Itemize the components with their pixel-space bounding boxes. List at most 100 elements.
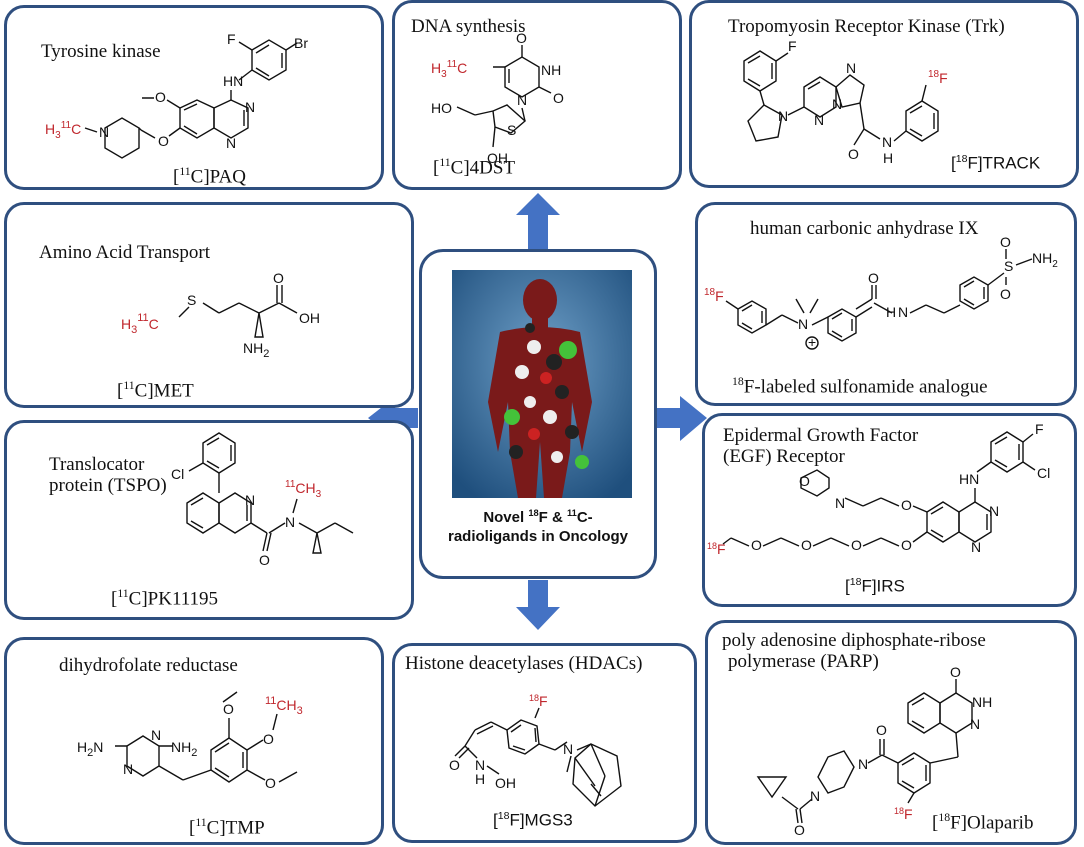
caption-sup: 18 xyxy=(528,508,539,518)
atom-label: N xyxy=(517,92,527,108)
caption-text: F & xyxy=(538,509,568,526)
c11-methyl-label: H311C xyxy=(45,120,81,141)
pk11195-structure: Cl N O N 11CH3 xyxy=(171,432,354,568)
atom-label: N xyxy=(245,492,255,508)
arrow-up xyxy=(516,193,560,250)
card-tyrosine-kinase: Tyrosine kinase F Br HN N N O O N H311C … xyxy=(4,5,384,190)
c11-methyl-label: H311C xyxy=(431,59,467,80)
atom-label: O xyxy=(449,757,460,773)
atom-label: N xyxy=(810,788,820,804)
compound-name: [18F]IRS xyxy=(845,576,905,596)
irs-structure: F Cl HN N N O N O O O O O 18F xyxy=(707,421,1050,557)
card-hdacs: Histone deacetylases (HDACs) 18F O N H O… xyxy=(392,643,697,843)
caption-sup: 11 xyxy=(567,508,577,518)
card-dihydrofolate-reductase: dihydrofolate reductase H2N N N NH2 O O … xyxy=(4,637,384,845)
f18-label: 18F xyxy=(704,287,724,304)
atom-label: N xyxy=(898,304,908,320)
compound-name: [11C]PK11195 xyxy=(111,587,219,610)
atom-label: O xyxy=(848,146,859,162)
atom-label: O xyxy=(259,552,270,568)
atom-label: OH xyxy=(487,150,508,166)
atom-label: N xyxy=(814,112,824,128)
atom-label: N xyxy=(970,716,980,732)
4dst-structure: H311C O NH O N S HO OH xyxy=(431,30,564,166)
atom-label: N xyxy=(858,756,868,772)
atom-label: O xyxy=(155,89,166,105)
atom-label: N xyxy=(798,316,808,332)
caption-text: C- xyxy=(576,509,593,526)
atom-label: O xyxy=(901,537,912,553)
arrow-down xyxy=(516,580,560,630)
atom-label: O xyxy=(273,270,284,286)
atom-label: N xyxy=(846,60,856,76)
card-amino-acid-transport: Amino Acid Transport H311C S O OH NH2 [1… xyxy=(4,202,414,408)
caption-text: radioligands in Oncology xyxy=(447,527,628,545)
card-title: Epidermal Growth Factor(EGF) Receptor xyxy=(723,425,919,467)
atom-label: N xyxy=(835,495,845,511)
amine-label: NH2 xyxy=(1032,250,1058,270)
card-title: Amino Acid Transport xyxy=(39,242,211,263)
track-structure: F N N N N O N H 18F xyxy=(743,38,948,166)
charge-label: + xyxy=(808,334,816,350)
card-title: dihydrofolate reductase xyxy=(59,655,238,676)
c11-methyl-label: 11CH3 xyxy=(265,695,303,717)
atom-label: O xyxy=(851,537,862,553)
atom-label: HN xyxy=(959,471,979,487)
atom-label: H xyxy=(475,771,485,787)
atom-label: S xyxy=(1004,258,1013,274)
atom-label: O xyxy=(263,731,274,747)
card-title: Tropomyosin Receptor Kinase (Trk) xyxy=(728,16,1005,37)
atom-label: N xyxy=(226,135,236,151)
card-title: human carbonic anhydrase IX xyxy=(750,218,979,239)
atom-label: O xyxy=(794,822,805,838)
center-caption: Novel 18F & 11C- radioligands in Oncolog… xyxy=(422,508,654,547)
atom-label: O xyxy=(1000,234,1011,250)
atom-label: O xyxy=(868,270,879,286)
amine-label: NH2 xyxy=(171,739,197,759)
atom-label: Br xyxy=(294,35,308,51)
atom-label: O xyxy=(223,701,234,717)
atom-label: N xyxy=(285,514,295,530)
atom-label: O xyxy=(901,497,912,513)
compound-name: [18F]TRACK xyxy=(951,153,1041,173)
atom-label: N xyxy=(563,741,573,757)
compound-name: [11C]TMP xyxy=(189,816,265,839)
atom-label: O xyxy=(265,775,276,791)
human-body-illustration xyxy=(452,270,632,498)
atom-label: O xyxy=(751,537,762,553)
atom-label: N xyxy=(778,108,788,124)
atom-label: O xyxy=(553,90,564,106)
atom-label: F xyxy=(227,31,236,47)
f18-label: 18F xyxy=(529,693,548,709)
card-dna-synthesis: DNA synthesis H311C O NH O N S HO OH [11… xyxy=(392,0,682,190)
card-carbonic-anhydrase: human carbonic anhydrase IX 18F N + O H … xyxy=(695,202,1077,406)
center-card: Novel 18F & 11C- radioligands in Oncolog… xyxy=(419,249,657,579)
amine-label: H2N xyxy=(77,739,103,759)
atom-label: O xyxy=(799,473,810,489)
atom-label: N xyxy=(989,503,999,519)
atom-label: HN xyxy=(223,73,243,89)
compound-name: [18F]MGS3 xyxy=(493,810,573,830)
card-title: Tyrosine kinase xyxy=(41,41,161,62)
card-egf-receptor: Epidermal Growth Factor(EGF) Receptor F … xyxy=(702,413,1077,607)
paq-structure: F Br HN N N O O N H311C xyxy=(45,31,308,159)
atom-label: O xyxy=(950,664,961,680)
compound-name: [11C]MET xyxy=(117,379,194,402)
caption-text: Novel xyxy=(483,509,529,526)
atom-label: N xyxy=(99,124,109,140)
atom-label: N xyxy=(882,134,892,150)
atom-label: H xyxy=(886,304,896,320)
f18-label: 18F xyxy=(894,806,913,822)
atom-label: O xyxy=(801,537,812,553)
atom-label: OH xyxy=(299,310,320,326)
atom-label: N xyxy=(151,727,161,743)
c11-methyl-label: H311C xyxy=(121,312,159,336)
atom-label: N xyxy=(245,99,255,115)
atom-label: HO xyxy=(431,100,452,116)
compound-name: [11C]PAQ xyxy=(173,165,246,188)
card-title: Histone deacetylases (HDACs) xyxy=(405,653,643,674)
card-trk: Tropomyosin Receptor Kinase (Trk) F N N … xyxy=(689,0,1079,188)
